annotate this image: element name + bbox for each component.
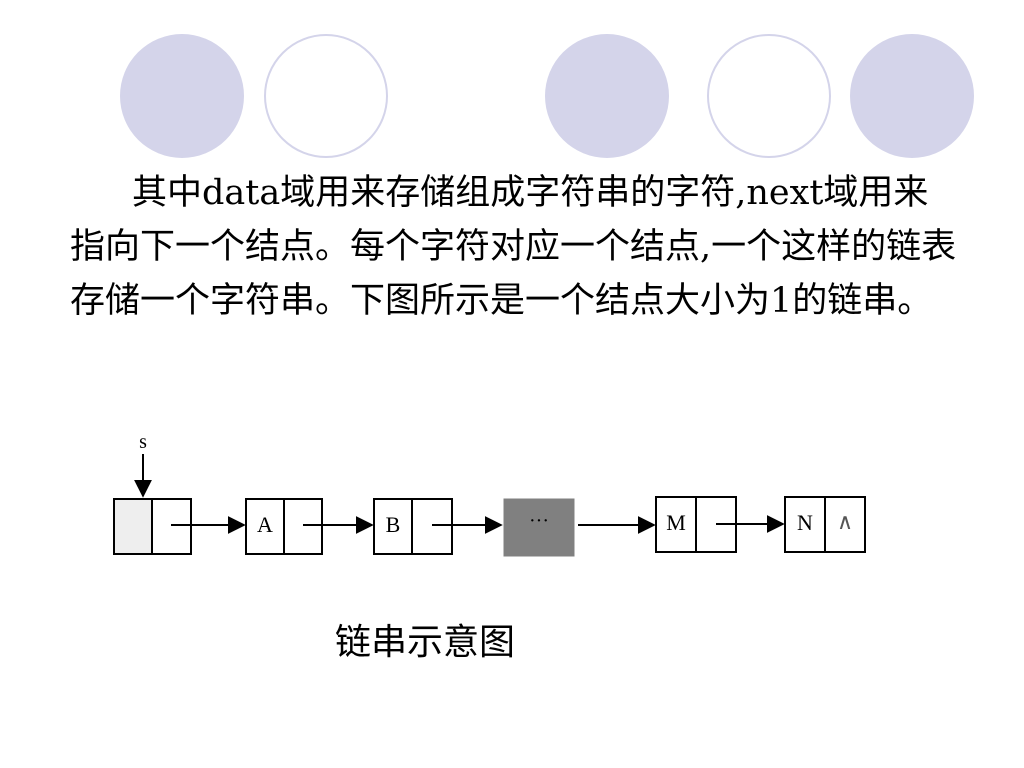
ellipsis-rect	[503, 498, 575, 557]
decor-circle-2	[264, 34, 388, 158]
head-node	[113, 498, 192, 555]
null-pointer-symbol: ∧	[837, 510, 853, 535]
node-n-label: N	[797, 510, 813, 535]
node-a-label: A	[257, 512, 273, 537]
body-paragraph: 其中data域用来存储组成字符串的字符,next域用来指向下一个结点。每个字符对…	[70, 173, 957, 321]
node-b: B	[373, 498, 453, 555]
head-pointer-label: s	[139, 431, 147, 453]
node-b-next-cell	[411, 498, 453, 555]
node-n-data-cell	[784, 496, 826, 553]
head-node-data-cell	[113, 498, 153, 555]
decor-circle-4	[707, 34, 831, 158]
node-n-next-cell	[824, 496, 866, 553]
head-node-next-cell	[151, 498, 192, 555]
decor-circle-3	[545, 34, 669, 158]
node-b-label: B	[386, 512, 401, 537]
diagram-caption: 链串示意图	[335, 622, 516, 663]
node-b-data-cell	[373, 498, 413, 555]
decor-circle-1	[120, 34, 244, 158]
linked-string-diagram: s A B ··· M	[113, 431, 866, 557]
node-a-next-cell	[283, 498, 323, 555]
node-a: A	[245, 498, 323, 555]
ellipsis-block: ···	[503, 498, 575, 557]
node-n: N ∧	[784, 496, 866, 553]
node-m-label: M	[666, 510, 686, 535]
decor-circle-5	[850, 34, 974, 158]
ellipsis-label: ···	[529, 510, 549, 532]
